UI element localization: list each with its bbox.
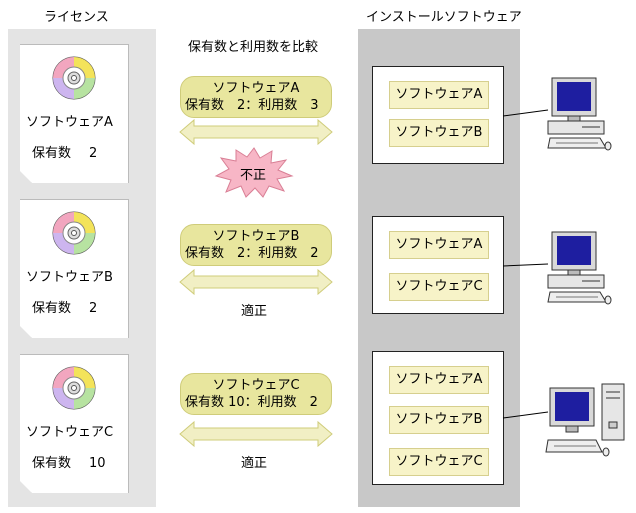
license-heading: ライセンス (44, 10, 109, 25)
held-label: 保有数 (32, 301, 72, 316)
installed-software-item: ソフトウェアA (389, 81, 489, 109)
license-held-count: 保有数 2 (32, 297, 97, 316)
held-value: 2 (89, 301, 98, 316)
comparison-software-name: ソフトウェアC (212, 378, 300, 393)
verdict-label: 不正 (240, 168, 267, 183)
held-label: 保有数 (32, 456, 72, 471)
cd-disc-icon (51, 365, 97, 411)
license-software-name: ソフトウェアA (26, 115, 113, 130)
comparison-counts: 保有数 10：利用数 2 (185, 395, 318, 410)
installed-software-item: ソフトウェアA (389, 231, 489, 259)
two-way-arrow-icon (179, 420, 333, 448)
installed-software-item: ソフトウェアC (389, 448, 489, 476)
installed-software-box: ソフトウェアA ソフトウェアC (372, 216, 504, 314)
verdict-label: 適正 (241, 456, 268, 471)
desktop-computer-icon (545, 383, 625, 457)
license-held-count: 保有数 2 (32, 142, 97, 161)
comparison-label: ソフトウェアB 保有数 2：利用数 2 (180, 224, 332, 266)
license-software-name: ソフトウェアB (26, 270, 113, 285)
comparison-software-name: ソフトウェアA (212, 81, 300, 96)
installed-software-heading: インストールソフトウェア (366, 10, 522, 25)
desktop-computer-icon (547, 231, 612, 305)
installed-software-item: ソフトウェアB (389, 119, 489, 147)
two-way-arrow-icon (179, 118, 333, 146)
cd-disc-icon (51, 210, 97, 256)
comparison-label: ソフトウェアC 保有数 10：利用数 2 (180, 373, 332, 415)
held-value: 2 (89, 146, 98, 161)
comparison-counts: 保有数 2：利用数 2 (185, 246, 319, 261)
license-card: ソフトウェアC 保有数 10 (20, 354, 129, 493)
installed-software-box: ソフトウェアA ソフトウェアB (372, 66, 504, 164)
license-card: ソフトウェアB 保有数 2 (20, 199, 129, 338)
comparison-software-name: ソフトウェアB (212, 229, 300, 244)
comparison-label: ソフトウェアA 保有数 2：利用数 3 (180, 76, 332, 118)
held-value: 10 (89, 456, 106, 471)
violation-burst-icon (214, 147, 294, 198)
license-software-name: ソフトウェアC (26, 425, 114, 440)
comparison-counts: 保有数 2：利用数 3 (185, 98, 319, 113)
cd-disc-icon (51, 55, 97, 101)
installed-software-item: ソフトウェアB (389, 406, 489, 434)
installed-software-box: ソフトウェアA ソフトウェアB ソフトウェアC (372, 351, 504, 485)
compare-heading: 保有数と利用数を比較 (188, 40, 319, 55)
held-label: 保有数 (32, 146, 72, 161)
desktop-computer-icon (547, 77, 612, 151)
two-way-arrow-icon (179, 268, 333, 296)
installed-software-item: ソフトウェアA (389, 366, 489, 394)
verdict-label: 適正 (241, 304, 268, 319)
installed-software-item: ソフトウェアC (389, 273, 489, 301)
license-card: ソフトウェアA 保有数 2 (20, 44, 129, 183)
license-held-count: 保有数 10 (32, 452, 106, 471)
